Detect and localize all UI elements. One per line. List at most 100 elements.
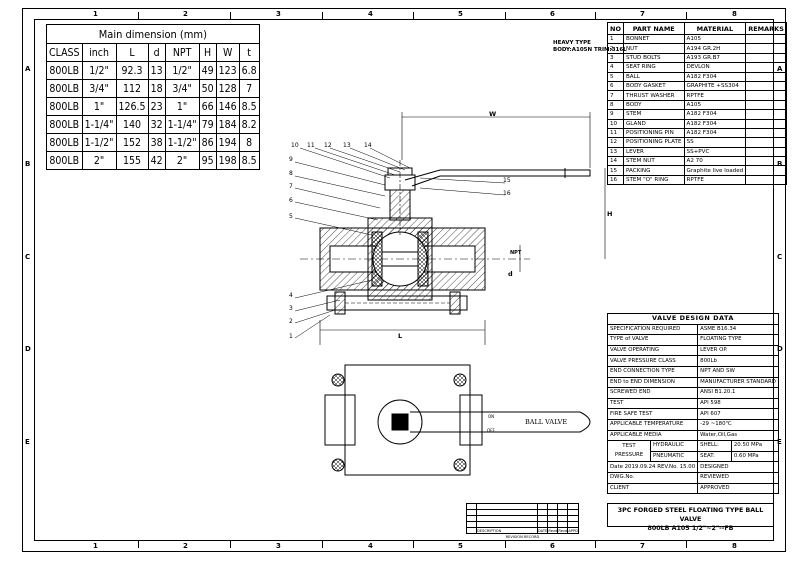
dim-cell: 800LB [46, 97, 83, 116]
design-label: END CONNECTION TYPE [606, 365, 699, 378]
grid-col-label-bottom: 8 [732, 542, 737, 550]
callout-number: 5 [289, 213, 293, 220]
dim-cell: 198 [215, 151, 240, 170]
callout-number: 14 [364, 142, 372, 149]
dim-cell: 8.2 [238, 115, 260, 134]
dim-cell: 42 [147, 151, 166, 170]
grid-row-label-left: C [25, 253, 31, 261]
grid-tick [505, 12, 506, 19]
dim-NPT-label: NPT [510, 250, 522, 256]
grid-col-label-bottom: 1 [93, 542, 98, 550]
callout-number: 10 [291, 142, 299, 149]
design-row: APPLICABLE TEMPERATURE-29 ~180℃ [606, 418, 779, 431]
grid-col-label-top: 1 [93, 10, 98, 18]
dim-cell: 1-1/2" [81, 133, 117, 152]
grid-row-label-left: A [25, 65, 31, 73]
design-label: APPLICABLE TEMPERATURE [606, 418, 699, 431]
callout-number: 15 [503, 177, 511, 184]
grid-col-label-bottom: 3 [276, 542, 281, 550]
design-label: TYPE of VALVE [606, 334, 699, 346]
grid-col-label-top: 2 [183, 10, 188, 18]
callout-number: 4 [289, 292, 293, 299]
seat-unit: MPa [747, 453, 759, 460]
callout-number: 2 [289, 318, 293, 325]
design-label: FIRE SAFE TEST [606, 408, 699, 420]
grid-tick [230, 541, 231, 548]
dim-W-label: W [489, 110, 497, 118]
lever [404, 168, 591, 187]
parts-cell: RPTFE [683, 174, 747, 186]
design-label: SPECIFICATION REQUIRED [606, 323, 699, 336]
title-block: 3PC FORGED STEEL FLOATING TYPE BALL VALV… [607, 503, 774, 532]
grid-col-label-top: 8 [732, 10, 737, 18]
design-value: MANUFACTURER STANDARD [697, 376, 779, 389]
design-label: TEST [606, 397, 699, 410]
parts-cell: 16 [607, 174, 624, 186]
callout-number: 1 [289, 333, 293, 340]
callout-number: 3 [289, 305, 293, 312]
outer-border [22, 8, 786, 552]
dim-cell: 3/4" [81, 79, 117, 98]
dim-cell: 184 [215, 115, 240, 134]
grid-tick [322, 12, 323, 19]
grid-tick [595, 12, 596, 19]
approved-label: APPROVED [697, 482, 779, 495]
callout-number: 16 [503, 190, 511, 197]
design-label: VALVE OPERATING [606, 344, 699, 357]
dim-cell: 155 [115, 151, 149, 170]
design-value: LEVER OP. [697, 344, 779, 357]
design-value: NPT AND SW [697, 365, 779, 378]
dim-cell: 38 [147, 133, 166, 152]
callout-number: 9 [289, 156, 293, 163]
design-value: -29 ~180℃ [697, 418, 779, 431]
design-value: API 607 [697, 408, 779, 420]
dim-cell: 1-1/2" [164, 133, 200, 152]
grid-col-label-bottom: 4 [368, 542, 373, 550]
grid-tick [230, 12, 231, 19]
dim-cell: 79 [198, 115, 217, 134]
date-label: Date [610, 463, 623, 470]
dim-H-label: H [607, 210, 613, 218]
callout-number: 6 [289, 197, 293, 204]
grid-tick [322, 541, 323, 548]
material-note: HEAVY TYPE BODY:A105N TRIM:316L [553, 40, 627, 54]
shell-label: SHELL: [697, 440, 732, 452]
dim-cell: 126.5 [115, 97, 149, 116]
grid-row-label-left: B [25, 160, 31, 168]
callout-number: 8 [289, 170, 293, 177]
callout-number: 7 [289, 183, 293, 190]
dim-cell: 800LB [46, 151, 83, 170]
design-value: FLOATING TYPE [697, 334, 779, 346]
grid-col-label-top: 7 [640, 10, 645, 18]
parts-cell [745, 174, 787, 186]
rev-label: REV.No. [657, 463, 679, 470]
title-line-1: 3PC FORGED STEEL FLOATING TYPE BALL VALV… [617, 507, 764, 523]
shell-unit: MPa [751, 442, 762, 449]
dim-cell: 800LB [46, 79, 83, 98]
grid-tick [686, 12, 687, 19]
dim-header-cell: d [147, 43, 166, 62]
grid-row-label-left: D [25, 345, 31, 353]
dim-cell: 800LB [46, 115, 83, 134]
revision-header-cell: Revd [557, 527, 569, 534]
design-value: ANSI B1.20.1 [697, 387, 779, 399]
grid-col-label-top: 5 [458, 10, 463, 18]
title-line-2: 800LB A105 1/2"~2"--FB [647, 525, 734, 532]
callout-number: 11 [307, 142, 315, 149]
dim-cell: 95 [198, 151, 217, 170]
grid-tick [413, 541, 414, 548]
dim-header-cell: NPT [164, 43, 200, 62]
main-dimension-title: Main dimension (mm) [46, 24, 260, 44]
dim-cell: 18 [147, 79, 166, 98]
design-label: SCREWED END [606, 387, 699, 399]
